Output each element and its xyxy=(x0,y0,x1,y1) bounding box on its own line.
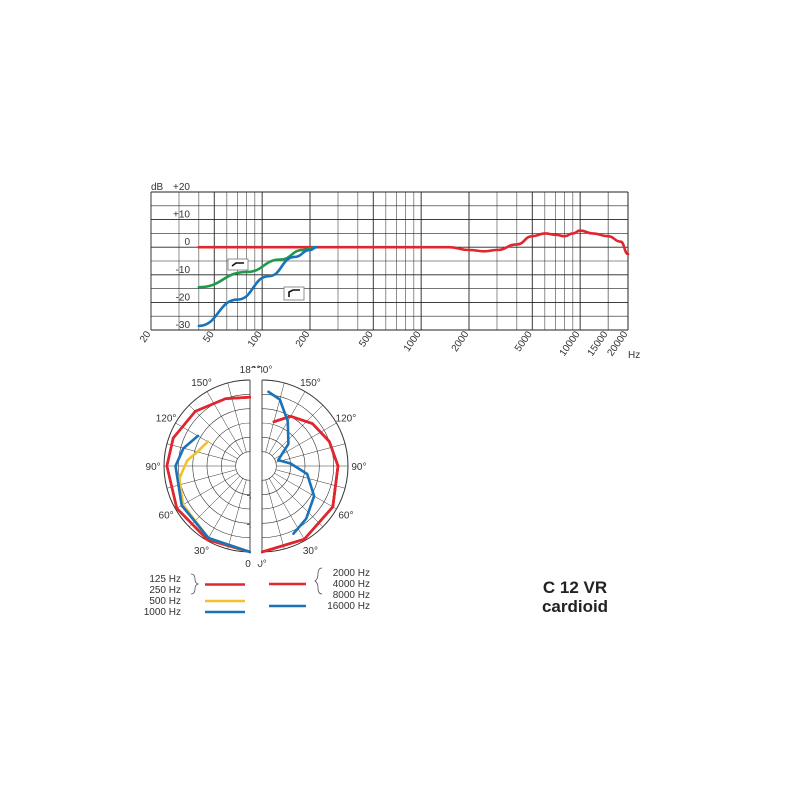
polar-angle-label: 150° xyxy=(300,378,321,389)
y-axis-label: dB xyxy=(151,182,164,193)
polar-spoke xyxy=(206,391,244,454)
y-tick-label: 0 xyxy=(184,237,190,248)
x-axis-label: Hz xyxy=(628,350,640,361)
polar-series xyxy=(174,434,252,554)
legend-label: 1000 Hz xyxy=(144,607,181,618)
y-tick-labels: +20 +10 0 -10 -20 -30 xyxy=(173,182,190,331)
polar-series xyxy=(165,395,252,554)
polar-spoke xyxy=(175,422,238,460)
polar-angle-label: 0° xyxy=(245,559,255,570)
polar-angle-label: 90° xyxy=(146,462,161,473)
legend-label: 16000 Hz xyxy=(327,601,370,612)
series-line-low-cut-2 xyxy=(197,245,318,328)
x-tick-label: 20 xyxy=(138,329,154,345)
polar-left-half xyxy=(163,379,252,554)
x-tick-label: 5000 xyxy=(513,329,535,354)
polar-spoke xyxy=(271,475,323,527)
polar-spoke xyxy=(265,479,285,550)
polar-angle-label: 150° xyxy=(191,378,212,389)
polar-spoke xyxy=(274,472,337,510)
y-tick-label: +10 xyxy=(173,210,190,221)
polar-spoke xyxy=(189,405,241,457)
legend-label: 2000 Hz xyxy=(333,568,370,579)
polar-spoke xyxy=(206,478,244,541)
low-cut-1-icon xyxy=(227,258,249,271)
y-tick-label: -30 xyxy=(176,320,191,331)
polar-angle-label: 120° xyxy=(336,414,357,425)
legend-label: 8000 Hz xyxy=(333,590,370,601)
legend-brace xyxy=(314,567,323,595)
polar-series xyxy=(260,415,340,554)
x-tick-label: 50 xyxy=(201,329,217,345)
model-name: C 12 VR xyxy=(543,578,607,597)
x-tick-label: 200 xyxy=(294,329,313,349)
polar-spoke xyxy=(166,443,237,463)
low-cut-2-icon xyxy=(283,286,305,301)
polar-angle-label: 0° xyxy=(257,559,267,570)
x-tick-label: 10000 xyxy=(558,329,583,358)
x-tick-label: 1000 xyxy=(402,329,424,354)
polar-series xyxy=(267,390,316,535)
polar-angle-label: 180° xyxy=(240,365,261,376)
polar-pattern-chart: 0°0° 30° 30° 60° 60° 90° 90° 120° 120° 150° 150° 18… xyxy=(146,365,367,570)
legend-label: 125 Hz xyxy=(149,574,181,585)
series xyxy=(197,229,630,328)
polar-spoke xyxy=(268,478,306,541)
polar-spoke xyxy=(271,405,323,457)
y-tick-label: -20 xyxy=(176,292,191,303)
polar-angle-label: 30° xyxy=(194,546,209,557)
frequency-response-chart: +20 +10 0 -10 -20 -30 20 50 100 200 500 1000 2000 50… xyxy=(138,182,640,361)
polar-spoke xyxy=(227,479,247,550)
legend-label: 500 Hz xyxy=(149,596,181,607)
legend-label: 4000 Hz xyxy=(333,579,370,590)
polar-angle-label: 30° xyxy=(303,546,318,557)
y-tick-label: -10 xyxy=(176,265,191,276)
polar-ring xyxy=(235,451,251,481)
grid xyxy=(150,191,629,331)
polar-angle-label: 90° xyxy=(351,462,366,473)
polar-spoke xyxy=(275,469,346,489)
polar-series xyxy=(178,440,252,554)
x-tick-label: 2000 xyxy=(450,329,472,354)
polar-spoke xyxy=(175,472,238,510)
x-tick-label: 20000 xyxy=(605,329,630,358)
polar-ring xyxy=(261,451,277,481)
x-tick-label: 100 xyxy=(246,329,265,349)
polar-divider xyxy=(251,368,261,564)
polar-angle-label: 60° xyxy=(338,510,353,521)
polar-spoke xyxy=(265,382,285,453)
polar-angle-labels: 0°0° 30° 30° 60° 60° 90° 90° 120° 120° 150° 150° 18… xyxy=(146,365,367,570)
y-tick-label: +20 xyxy=(173,182,190,193)
polar-spoke xyxy=(274,422,337,460)
polar-angle-label: 60° xyxy=(159,510,174,521)
polar-spoke xyxy=(275,443,346,463)
legend-label: 250 Hz xyxy=(149,585,181,596)
polar-angle-label: 120° xyxy=(156,414,177,425)
series-line-frequency-response xyxy=(197,229,630,256)
legend-brace xyxy=(190,573,200,595)
polar-spoke xyxy=(189,475,241,527)
pattern-name: cardioid xyxy=(542,597,608,616)
polar-right-half xyxy=(260,379,349,554)
polar-spoke xyxy=(227,382,247,453)
x-tick-label: 500 xyxy=(357,329,376,349)
polar-angle-label: 180° xyxy=(252,365,273,376)
